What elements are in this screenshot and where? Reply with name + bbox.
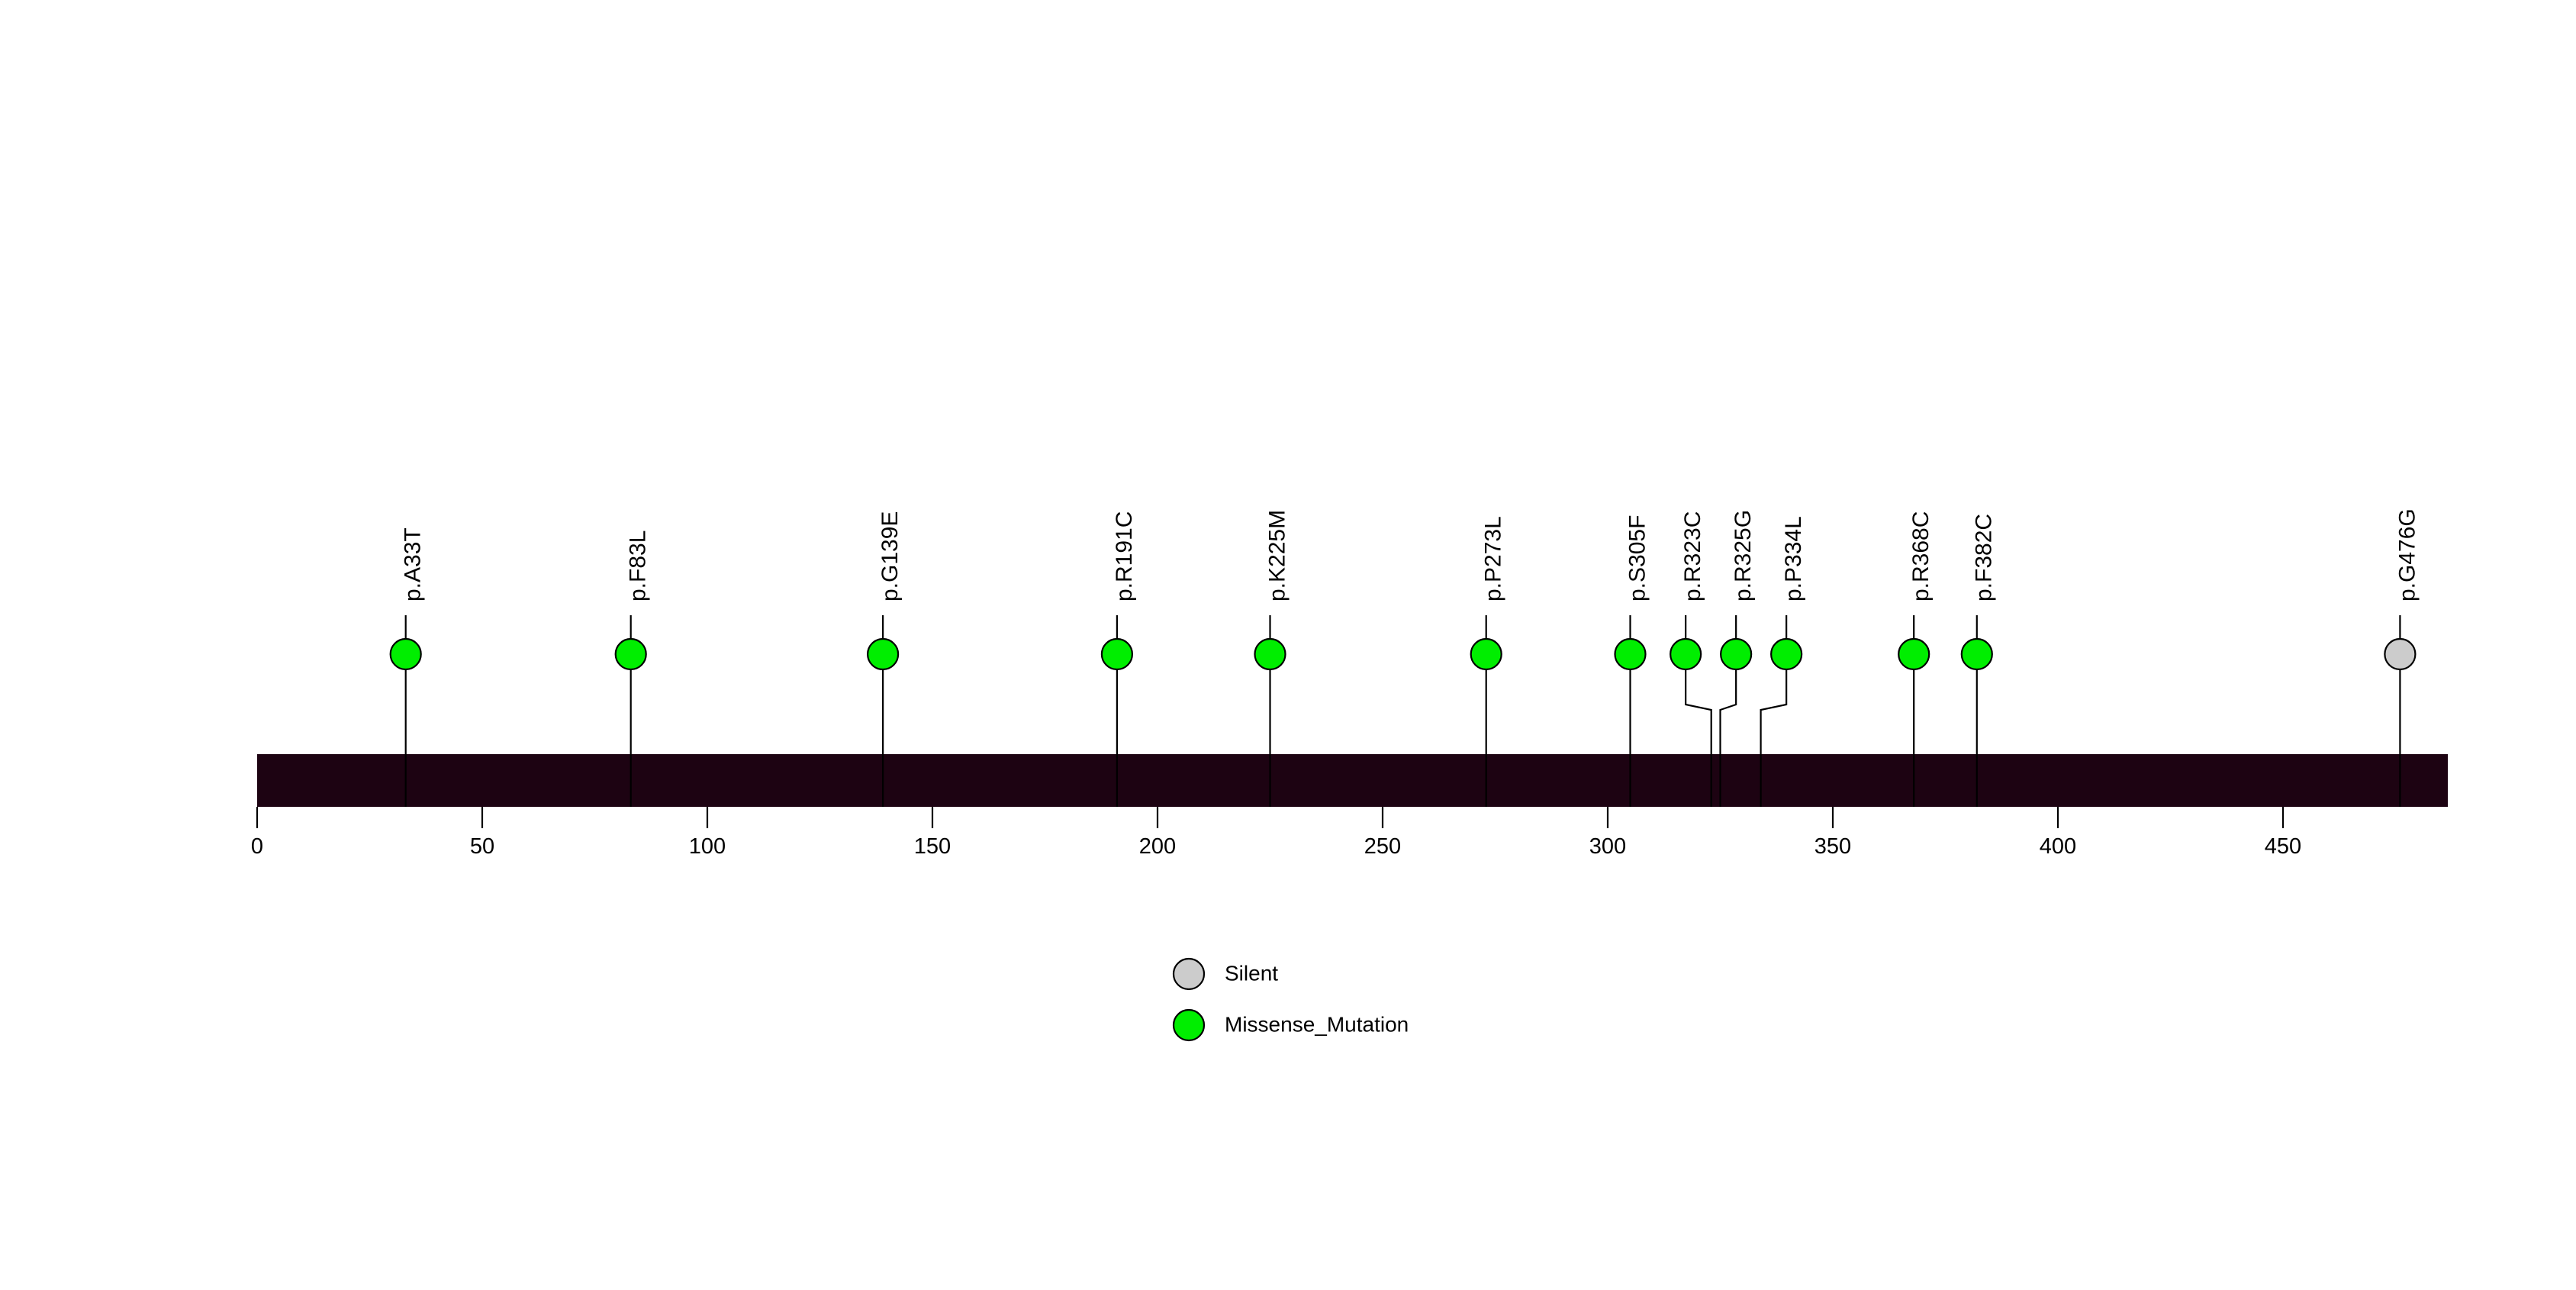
lollipop-marker[interactable]: p.G476G [2384,637,2417,671]
x-axis-tick-label: 0 [251,834,263,859]
lollipop-markers-layer: p.A33T p.F83L p.G139E p.R191C p.K225M p.P273L… [389,637,2417,671]
protein-domain-bar [257,754,2448,807]
x-axis-ticks-layer [256,807,2285,828]
mutation-label: p.P273L [1481,516,1506,601]
x-axis-tick-label: 200 [1139,834,1176,859]
x-axis-tick-label: 150 [914,834,951,859]
mutation-labels-layer: p.A33T p.F83L p.G139E p.R191C p.K225M p.P273L… [401,508,2420,601]
lollipop-marker[interactable]: p.A33T [389,637,422,671]
lollipop-marker[interactable]: p.K225M [1254,637,1286,671]
lollipop-marker[interactable]: p.R323C [1670,637,1702,671]
x-axis-tick-label: 400 [2040,834,2076,859]
x-axis-tick-label: 250 [1364,834,1401,859]
mutation-label: p.P334L [1781,516,1806,601]
mutation-label: p.G139E [877,511,903,601]
mutation-label: p.R191C [1112,511,1137,601]
legend-marker[interactable] [1172,1008,1206,1042]
x-axis-tick-label: 300 [1589,834,1626,859]
legend-marker[interactable] [1172,957,1206,991]
x-axis-tick-label: 450 [2265,834,2301,859]
legend-label: Missense_Mutation [1225,1012,1409,1036]
mutation-label: p.A33T [401,527,426,601]
lollipop-marker[interactable]: p.G139E [866,637,900,671]
mutation-label: p.G476G [2394,508,2420,601]
x-axis-tick-label: 100 [689,834,726,859]
lollipop-marker[interactable]: p.P334L [1770,637,1803,671]
mutation-label: p.K225M [1264,510,1290,601]
lollipop-marker[interactable]: p.F83L [614,637,647,671]
lollipop-marker[interactable]: p.F382C [1960,637,1993,671]
x-axis-tick-label: 50 [470,834,494,859]
legend-label: Silent [1225,961,1278,985]
mutation-label: p.F83L [626,531,651,601]
mutation-label: p.R368C [1908,511,1934,601]
lollipop-marker[interactable]: p.R325G [1720,637,1753,671]
mutation-label: p.F382C [1972,514,1997,601]
mutation-label: p.R323C [1680,511,1705,601]
protein-backbone-group [257,754,2448,807]
lollipop-marker[interactable]: p.R191C [1100,637,1134,671]
mutation-label: p.S305F [1624,515,1650,601]
x-axis-tick-labels-layer: 0 50 100 150 200 250 300 350 400 450 [251,834,2301,859]
lollipop-marker[interactable]: p.R368C [1898,637,1930,671]
lollipop-marker[interactable]: p.P273L [1470,637,1502,671]
x-axis-tick-label: 350 [1814,834,1851,859]
mutation-label: p.R325G [1731,510,1756,601]
lollipop-marker[interactable]: p.S305F [1614,637,1647,671]
